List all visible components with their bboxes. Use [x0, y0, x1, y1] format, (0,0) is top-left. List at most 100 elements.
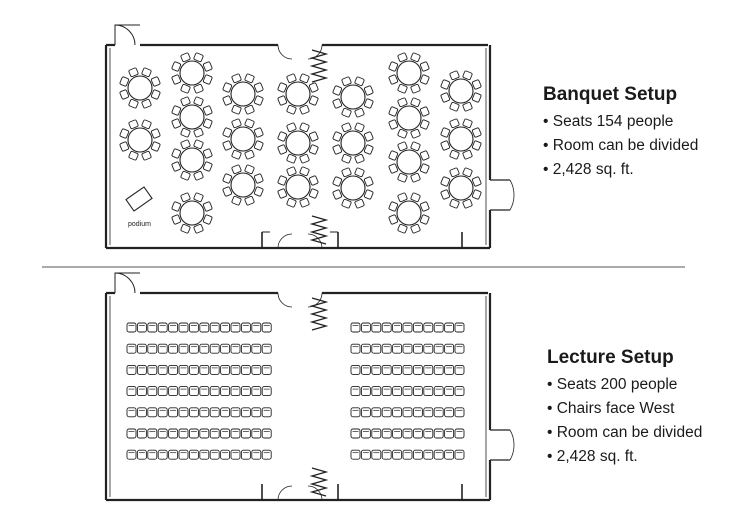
- chair-icon: [371, 428, 382, 439]
- chair-icon: [433, 449, 444, 460]
- chair-icon: [341, 122, 352, 133]
- chair-icon: [454, 322, 465, 333]
- chair-icon: [222, 173, 233, 184]
- chair-icon: [193, 139, 204, 150]
- chair-icon: [454, 449, 465, 460]
- round-table: [222, 118, 264, 160]
- chair-icon: [471, 79, 482, 90]
- chair-icon: [141, 119, 152, 130]
- chair-icon: [354, 122, 365, 133]
- chair-icon: [141, 150, 152, 161]
- chair-icon: [412, 322, 423, 333]
- chair-icon: [308, 144, 319, 155]
- chair-icon: [371, 449, 382, 460]
- chair-icon: [332, 176, 343, 187]
- chair-icon: [251, 322, 262, 333]
- chair-icon: [449, 118, 460, 129]
- chair-icon: [392, 428, 403, 439]
- chair-icon: [261, 386, 272, 397]
- round-table: [388, 52, 430, 94]
- chair-icon: [240, 386, 251, 397]
- chair-icon: [449, 70, 460, 81]
- chair-icon: [423, 386, 434, 397]
- chair-icon: [244, 118, 255, 129]
- chair-icon: [462, 118, 473, 129]
- chair-icon: [332, 131, 343, 142]
- chair-icon: [240, 428, 251, 439]
- chair-icon: [392, 386, 403, 397]
- chair-icon: [277, 175, 288, 186]
- chair-icon: [360, 428, 371, 439]
- chair-icon: [350, 343, 361, 354]
- chair-icon: [454, 407, 465, 418]
- chair-icon: [188, 343, 199, 354]
- chair-icon: [261, 364, 272, 375]
- lecture-title: Lecture Setup: [547, 347, 674, 368]
- chair-icon: [171, 74, 182, 85]
- chair-icon: [381, 386, 392, 397]
- chair-icon: [202, 105, 213, 116]
- chair-icon: [180, 83, 191, 94]
- chair-icon: [222, 95, 233, 106]
- chair-icon: [157, 428, 168, 439]
- chair-icon: [286, 153, 297, 164]
- banquet-bullet-divided: Room can be divided: [543, 134, 699, 158]
- chair-icon: [209, 428, 220, 439]
- chair-icon: [231, 118, 242, 129]
- chair-icon: [454, 428, 465, 439]
- chair-icon: [202, 201, 213, 212]
- chair-icon: [363, 189, 374, 200]
- chair-icon: [188, 386, 199, 397]
- chair-icon: [433, 343, 444, 354]
- chair-icon: [286, 73, 297, 84]
- chair-icon: [251, 407, 262, 418]
- chair-icon: [199, 386, 210, 397]
- chair-icon: [354, 107, 365, 118]
- chair-icon: [410, 192, 421, 203]
- chair-icon: [222, 186, 233, 197]
- round-table: [440, 70, 482, 112]
- chair-icon: [371, 364, 382, 375]
- chair-icon: [220, 343, 231, 354]
- chair-icon: [444, 449, 455, 460]
- chair-icon: [433, 428, 444, 439]
- chair-icon: [402, 364, 413, 375]
- chair-icon: [244, 149, 255, 160]
- chair-icon: [419, 201, 430, 212]
- chair-icon: [253, 127, 264, 138]
- chair-icon: [449, 167, 460, 178]
- chair-icon: [126, 364, 137, 375]
- chair-icon: [371, 386, 382, 397]
- chair-icon: [244, 104, 255, 115]
- podium-icon: [125, 186, 153, 212]
- lecture-bullet-area: 2,428 sq. ft.: [547, 445, 702, 469]
- chair-icon: [381, 407, 392, 418]
- chair-icon: [147, 343, 158, 354]
- chair-icon: [402, 407, 413, 418]
- chair-icon: [157, 407, 168, 418]
- chair-icon: [253, 186, 264, 197]
- chair-icon: [341, 167, 352, 178]
- chair-icon: [251, 364, 262, 375]
- chair-icon: [444, 322, 455, 333]
- chair-icon: [433, 386, 444, 397]
- chair-icon: [180, 223, 191, 234]
- chair-icon: [231, 73, 242, 84]
- chair-icon: [381, 364, 392, 375]
- chair-icon: [341, 153, 352, 164]
- chair-icon: [440, 176, 451, 187]
- chair-icon: [222, 82, 233, 93]
- round-table: [277, 73, 319, 115]
- round-table: [277, 166, 319, 208]
- chair-icon: [354, 76, 365, 87]
- chair-icon: [397, 223, 408, 234]
- chair-icon: [412, 407, 423, 418]
- chair-icon: [171, 61, 182, 72]
- chair-icon: [244, 73, 255, 84]
- chair-icon: [433, 322, 444, 333]
- round-table: [222, 164, 264, 206]
- chair-icon: [209, 407, 220, 418]
- chair-icon: [180, 96, 191, 107]
- chair-icon: [231, 149, 242, 160]
- chair-icon: [308, 131, 319, 142]
